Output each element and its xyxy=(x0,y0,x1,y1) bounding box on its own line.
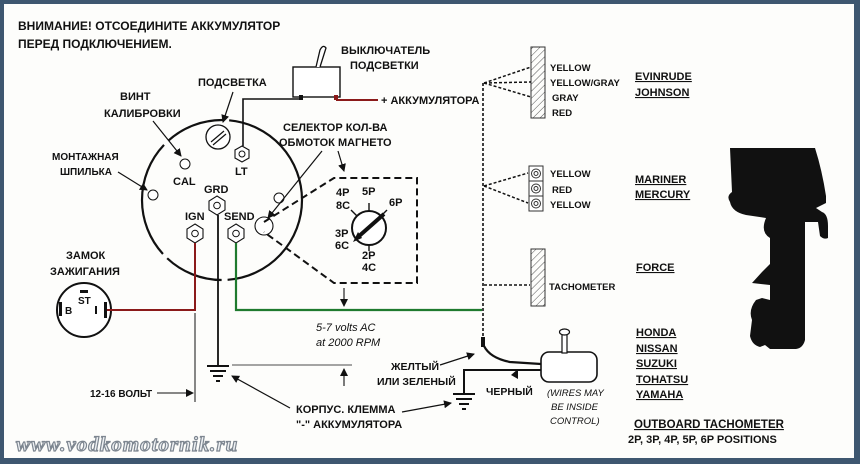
cal-screw-icon xyxy=(179,158,191,170)
backlight-bulb-icon xyxy=(205,124,231,150)
backlight-label: ПОДСВЕТКА xyxy=(198,77,267,89)
ac-voltage-label-2: at 2000 RPM xyxy=(316,337,381,349)
ignition-lock-label-1: ЗАМОК xyxy=(66,250,106,262)
mercury-wire-3: YELLOW xyxy=(550,200,591,211)
selector-2p: 2P xyxy=(362,250,375,262)
send-label: SEND xyxy=(224,211,255,223)
mounting-stud-right-icon xyxy=(273,192,285,204)
brand-mariner: MARINER xyxy=(635,174,686,186)
mercury-connector-icon xyxy=(528,165,544,212)
brand-johnson: JOHNSON xyxy=(635,87,689,99)
wires-inside-1: (WIRES MAY xyxy=(547,388,604,399)
selector-knob-icon xyxy=(254,216,274,236)
grd-terminal-icon xyxy=(208,195,226,216)
black-wire xyxy=(463,369,541,394)
wires-inside-2: BE INSIDE xyxy=(551,402,599,413)
brand-honda: HONDA xyxy=(636,327,676,339)
outboard-motor-icon xyxy=(728,148,828,349)
brand-yamaha: YAMAHA xyxy=(636,389,683,401)
ground-terminal-label-2: "-" АККУМУЛЯТОРА xyxy=(296,419,402,431)
lt-label: LT xyxy=(235,166,248,178)
ground-terminal-label-1: КОРПУС. КЛЕММА xyxy=(296,404,396,416)
brand-suzuki: SUZUKI xyxy=(636,358,677,370)
evinrude-wire-3: GRAY xyxy=(552,93,579,104)
brand-tohatsu: TOHATSU xyxy=(636,374,688,386)
coil-selector-label-2: ОБМОТОК МАГНЕТО xyxy=(279,137,392,149)
mounting-stud-arrow xyxy=(117,171,148,191)
ignition-st-label: ST xyxy=(78,296,91,307)
brand-force: FORCE xyxy=(636,262,675,274)
ignition-b-label: B xyxy=(65,306,72,317)
evinrude-connector-icon xyxy=(530,46,546,119)
ign-label: IGN xyxy=(185,211,205,223)
selector-dial[interactable] xyxy=(350,203,388,251)
cal-label: CAL xyxy=(173,176,196,188)
selector-3p: 3P xyxy=(335,228,348,240)
evinrude-wire-1: YELLOW xyxy=(550,63,591,74)
black-wire-label: ЧЕРНЫЙ xyxy=(486,385,533,398)
force-wire-1: TACHOMETER xyxy=(549,282,615,293)
mounting-stud-label-1: МОНТАЖНАЯ xyxy=(52,152,119,163)
ign-wire xyxy=(107,243,196,311)
ground-symbol-2-icon xyxy=(453,393,475,410)
calibration-screw-label-2: КАЛИБРОВКИ xyxy=(104,108,181,120)
ignition-lock-label-2: ЗАЖИГАНИЯ xyxy=(50,266,120,278)
dc-voltage-label: 12-16 ВОЛЬТ xyxy=(90,389,152,400)
backlight-switch-label-1: ВЫКЛЮЧАТЕЛЬ xyxy=(341,45,430,57)
sender-unit-icon xyxy=(540,328,598,383)
grd-label: GRD xyxy=(204,184,229,196)
calibration-screw-label-1: ВИНТ xyxy=(120,91,151,103)
brand-nissan: NISSAN xyxy=(636,343,678,355)
ground-symbol-icon xyxy=(207,365,229,382)
ac-voltage-label-1: 5-7 volts AC xyxy=(316,322,376,334)
backlight-switch-icon xyxy=(292,45,341,100)
lt-wire xyxy=(242,98,300,146)
backlight-switch-label-2: ПОДСВЕТКИ xyxy=(350,60,419,72)
selector-6c: 6C xyxy=(335,240,349,252)
warning-line-2: ПЕРЕД ПОДКЛЮЧЕНИЕМ. xyxy=(18,37,172,51)
selector-4p: 4P xyxy=(336,187,349,199)
footer-subtitle: 2P, 3P, 4P, 5P, 6P POSITIONS xyxy=(628,434,777,446)
ground-arrow-2 xyxy=(401,400,452,413)
mercury-wire-2: RED xyxy=(552,185,572,196)
yellow-green-wire xyxy=(483,345,542,366)
ign-terminal-icon xyxy=(186,223,204,244)
watermark: www.vodkomotornik.ru xyxy=(16,432,238,456)
selector-4c: 4C xyxy=(362,262,376,274)
warning-line-1: ВНИМАНИЕ! ОТСОЕДИНИТЕ АККУМУЛЯТОР xyxy=(18,19,280,33)
backlight-arrow xyxy=(221,91,234,123)
black-wire-arrow xyxy=(511,369,518,379)
cal-arrow xyxy=(152,120,182,157)
send-terminal-icon xyxy=(227,223,245,244)
yellow-green-arrow xyxy=(439,352,475,366)
battery-plus-label: + АККУМУЛЯТОРА xyxy=(381,95,480,107)
evinrude-wire-4: RED xyxy=(552,108,572,119)
yellow-green-label-2: ИЛИ ЗЕЛЕНЫЙ xyxy=(377,375,456,388)
selector-8c: 8C xyxy=(336,200,350,212)
selector-6p: 6P xyxy=(389,197,402,209)
diagram-frame: ВНИМАНИЕ! ОТСОЕДИНИТЕ АККУМУЛЯТОР ПЕРЕД … xyxy=(4,4,854,458)
wiring-diagram: ВНИМАНИЕ! ОТСОЕДИНИТЕ АККУМУЛЯТОР ПЕРЕД … xyxy=(15,19,828,457)
mounting-stud-icon xyxy=(147,189,159,201)
mounting-stud-label-2: ШПИЛЬКА xyxy=(60,167,112,178)
tachometer-gauge: CAL LT GRD IGN SEND xyxy=(140,118,304,282)
wires-inside-3: CONTROL) xyxy=(550,416,600,427)
selector-detail-box xyxy=(263,177,418,284)
send-wire xyxy=(234,243,482,312)
brand-evinrude: EVINRUDE xyxy=(635,71,692,83)
brand-mercury: MERCURY xyxy=(635,189,691,201)
force-connector-icon xyxy=(530,248,546,307)
ground-arrow-1 xyxy=(231,375,291,409)
coil-selector-label-1: СЕЛЕКТОР КОЛ-ВА xyxy=(283,122,387,134)
selector-box-arrow xyxy=(337,150,346,172)
selector-knob-arrow xyxy=(267,150,323,219)
footer-title: OUTBOARD TACHOMETER xyxy=(634,419,785,431)
evinrude-wire-2: YELLOW/GRAY xyxy=(550,78,621,89)
selector-5p: 5P xyxy=(362,186,375,198)
yellow-green-label-1: ЖЕЛТЫЙ xyxy=(390,360,439,373)
mercury-wire-1: YELLOW xyxy=(550,169,591,180)
lt-terminal-icon xyxy=(234,145,250,163)
selector-pointer-icon xyxy=(356,212,386,239)
